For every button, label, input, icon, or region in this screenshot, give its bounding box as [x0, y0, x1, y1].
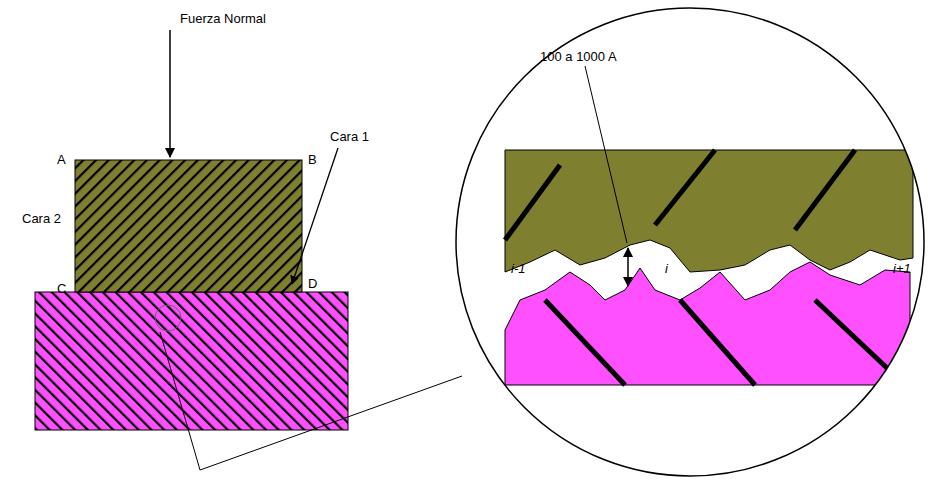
face-label: Cara 2: [22, 212, 61, 225]
gap-dimension: [627, 248, 629, 286]
index-label: i+1: [893, 262, 911, 275]
lower-block: [35, 292, 348, 430]
corner-letter: B: [308, 153, 317, 166]
corner-letter: C: [57, 282, 66, 295]
force-label: Fuerza Normal: [180, 12, 266, 25]
face-label: Cara 1: [330, 130, 369, 143]
leader-line: [585, 66, 627, 243]
corner-letter: D: [308, 277, 317, 290]
zoom-circle: [456, 8, 924, 476]
force-arrow: [169, 30, 171, 157]
leader-line: [292, 148, 338, 284]
gap-label: 100 a 1000 A: [540, 50, 617, 63]
detail-circle: [155, 305, 181, 331]
corner-letter: A: [57, 153, 66, 166]
leader-line: [160, 332, 462, 470]
zoom-detail: [505, 150, 913, 385]
index-label: i: [665, 262, 668, 275]
index-label: i-1: [511, 262, 525, 275]
upper-block: [75, 160, 302, 292]
